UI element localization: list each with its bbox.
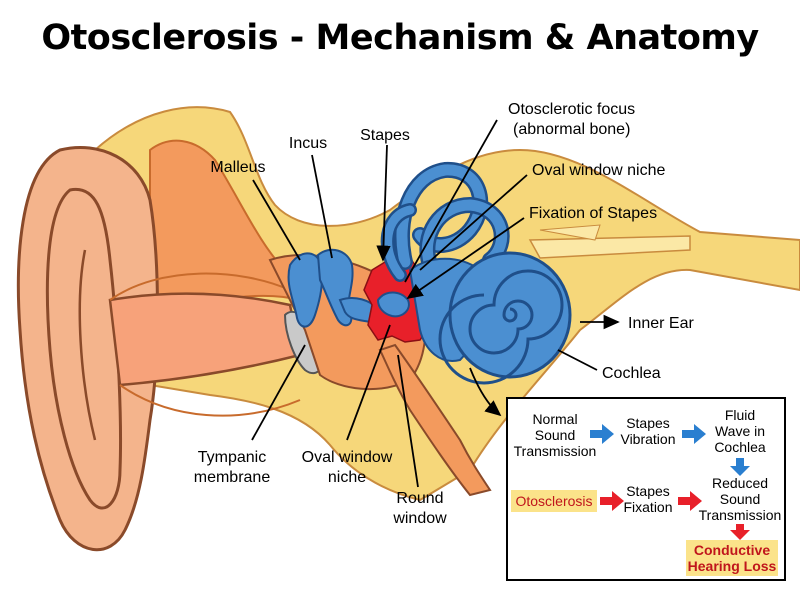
flow-fluid-2: Wave in [715,423,765,439]
label-round: Round [396,490,443,507]
label-oval-window: Oval window [302,449,393,466]
flow-hearing-loss: Hearing Loss [688,558,777,574]
flow-stapes-fixation-1: Stapes [626,483,670,499]
page-title: Otosclerosis - Mechanism & Anatomy [41,18,759,58]
flow-reduced-1: Reduced [712,475,768,491]
label-stapes: Stapes [360,127,410,144]
flow-normal-3: Transmission [514,443,597,459]
label-malleus: Malleus [210,159,265,176]
red-arrow-icon [600,491,624,511]
hearing-loss-highlight [686,540,778,576]
flow-stapes-vibration-1: Stapes [626,415,670,431]
label-incus: Incus [289,135,327,152]
flow-stapes-vibration-2: Vibration [620,431,675,447]
flow-conductive: Conductive [694,542,770,558]
label-otosclerotic-focus: Otosclerotic focus [508,101,635,118]
red-down-arrow-icon [730,524,750,540]
flow-fluid-1: Fluid [725,407,755,423]
flow-reduced-2: Sound [720,491,760,507]
flow-otosclerosis: Otosclerosis [515,493,592,509]
flow-stapes-fixation-2: Fixation [623,499,672,515]
blue-down-arrow-icon [730,458,750,476]
label-fixation-of-stapes: Fixation of Stapes [529,205,657,222]
cochlea-shape [438,251,572,385]
label-tympanic: Tympanic [198,449,266,466]
label-oval-window-niche: niche [328,469,366,486]
label-cochlea: Cochlea [602,365,661,382]
label-oval-window-niche-top: Oval window niche [532,162,666,179]
flow-reduced-3: Transmission [699,507,782,523]
label-tympanic-membrane: membrane [194,469,271,486]
mechanism-flowchart: Normal Sound Transmission Stapes Vibrati… [506,397,786,581]
flow-fluid-3: Cochlea [714,439,766,455]
blue-arrow-icon [590,424,614,444]
blue-arrow-icon [682,424,706,444]
label-round-window: window [392,510,447,527]
flow-normal-1: Normal [532,411,577,427]
otosclerosis-highlight [511,490,597,512]
label-inner-ear: Inner Ear [628,315,694,332]
flow-normal-2: Sound [535,427,575,443]
label-otosclerotic-focus-sub: (abnormal bone) [513,121,630,138]
auricle [16,145,159,552]
red-arrow-icon [678,491,702,511]
